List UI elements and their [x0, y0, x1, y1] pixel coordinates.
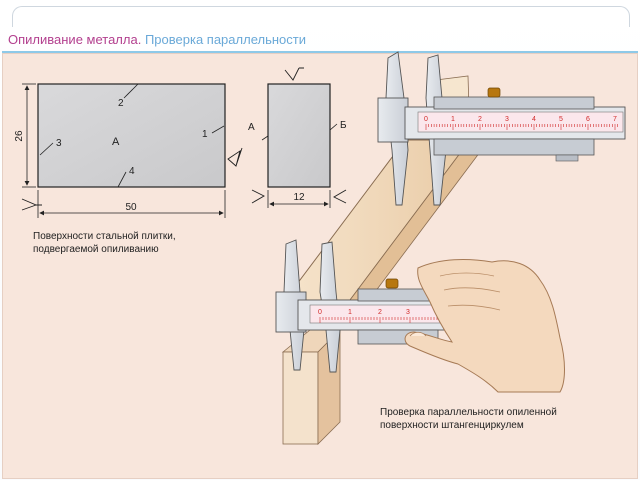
side-b-label: Б — [340, 120, 347, 131]
caliper-lower-ticks — [319, 317, 447, 323]
dim-width-label: 50 — [125, 202, 137, 213]
caliper-lower: 0 1 2 3 — [275, 239, 454, 373]
slide-title: Опиливание металла. Проверка параллельно… — [8, 30, 306, 50]
upper-scale-3: 3 — [505, 116, 509, 123]
upper-scale-4: 4 — [532, 116, 536, 123]
hand-illustration — [404, 259, 565, 393]
upper-scale-2: 2 — [478, 116, 482, 123]
caption-right: Проверка параллельности опиленной поверх… — [380, 407, 557, 431]
hand-finger-lines — [439, 272, 501, 311]
lower-scale-3: 3 — [406, 309, 410, 316]
side-a-label: A — [248, 122, 255, 133]
roughness-mark-top — [284, 67, 304, 81]
plate-side-view: A Б 12 — [248, 67, 347, 208]
hand-thumb-nail — [409, 331, 427, 337]
upper-scale-7: 7 — [613, 116, 617, 123]
roughness-mark-right — [227, 147, 243, 167]
upper-scale-1: 1 — [451, 116, 455, 123]
side-dim-label: 12 — [293, 192, 305, 203]
upper-scale-5: 5 — [559, 116, 563, 123]
lower-scale-0: 0 — [318, 309, 322, 316]
callout-2: 2 — [118, 98, 124, 109]
caliper-lower-scale-numbers: 0 1 2 3 — [318, 309, 410, 316]
plate-front-body — [37, 83, 226, 188]
callout-4: 4 — [129, 166, 135, 177]
dim-height-label: 26 — [14, 130, 25, 142]
title-subtopic: Проверка параллельности — [144, 32, 306, 47]
callout-3: 3 — [56, 138, 62, 149]
caption-left: Поверхности стальной плитки, подвергаемо… — [33, 231, 176, 255]
surface-a-label: A — [112, 136, 120, 148]
caliper-upper-slider — [433, 96, 595, 110]
caliper-upper: 0 1 2 3 4 5 6 7 — [377, 51, 626, 206]
lower-scale-1: 1 — [348, 309, 352, 316]
roughness-mark-side-right — [333, 189, 347, 204]
title-topic: Опиливание металла. — [8, 32, 142, 47]
caliper-upper-scale-numbers: 0 1 2 3 4 5 6 7 — [424, 116, 617, 123]
upper-scale-0: 0 — [424, 116, 428, 123]
hand-palm — [404, 259, 565, 393]
plate-front-view: 26 50 2 3 1 4 A — [14, 83, 243, 218]
slide-top-border — [12, 6, 630, 27]
callout-1: 1 — [202, 129, 208, 140]
roughness-mark-bottom — [21, 198, 42, 211]
caliper-upper-lock-screw — [487, 87, 501, 98]
upper-scale-6: 6 — [586, 116, 590, 123]
caliper-lower-lock-screw — [385, 278, 399, 289]
roughness-mark-side-left — [251, 189, 265, 204]
caliper-upper-ticks — [425, 124, 619, 130]
lower-scale-2: 2 — [378, 309, 382, 316]
plate-side-body — [267, 83, 331, 188]
title-underline — [2, 51, 638, 53]
